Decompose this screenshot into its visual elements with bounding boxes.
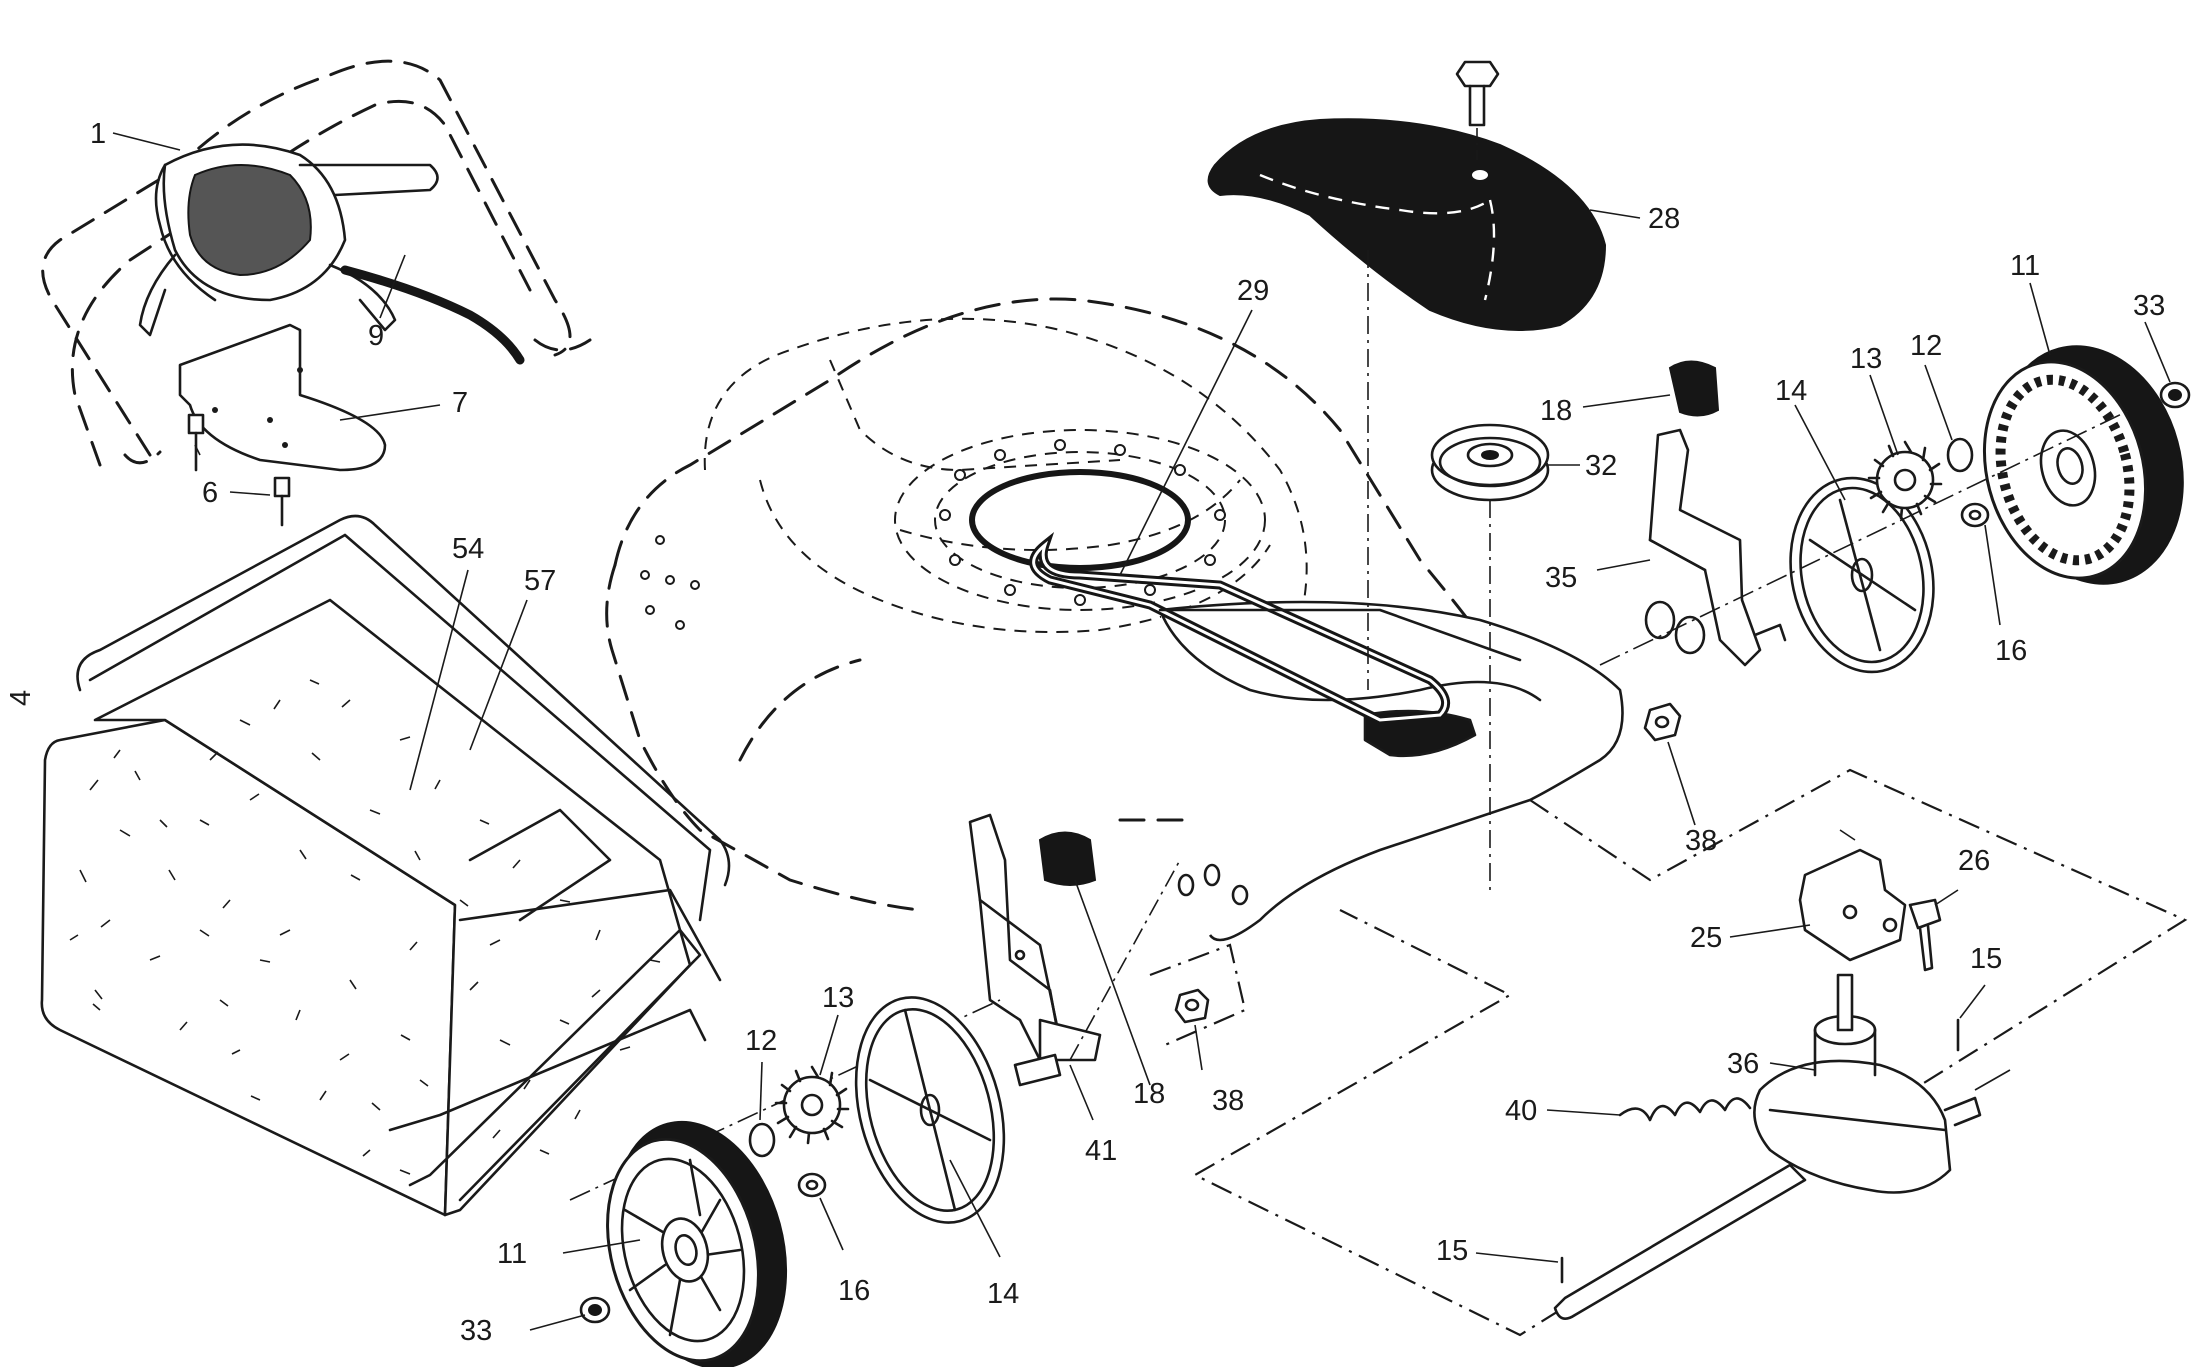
callout-14-left: 14 [987,1278,1019,1310]
callout-26: 26 [1958,845,1990,877]
wheel-left-stack [569,996,1006,1370]
callout-11-left: 11 [497,1238,527,1270]
callout-40: 40 [1505,1095,1537,1127]
callout-36: 36 [1727,1048,1759,1080]
callout-18-left: 18 [1133,1078,1165,1110]
callout-33-right: 33 [2133,290,2165,322]
nut-right [1643,702,1682,742]
height-adjuster-right [1644,360,1787,667]
height-adjuster-left [968,813,1249,1087]
callout-54: 54 [452,533,484,565]
callout-16-right: 16 [1995,635,2027,667]
nut-left [1149,943,1247,1047]
callout-11-right: 11 [2010,250,2040,282]
callout-9: 9 [368,320,384,352]
callout-38-left: 38 [1212,1085,1244,1117]
callout-1: 1 [90,118,106,150]
transmission-assembly [1192,768,2188,1337]
callout-6: 6 [202,477,218,509]
callout-12-right: 12 [1910,330,1942,362]
page-marker: 4 [5,690,37,706]
callout-14-right: 14 [1775,375,1807,407]
callout-28: 28 [1648,203,1680,235]
callout-38-right: 38 [1685,825,1717,857]
callout-41: 41 [1085,1135,1117,1167]
callout-57: 57 [524,565,556,597]
callout-32: 32 [1585,450,1617,482]
callout-7: 7 [452,387,468,419]
grass-catcher [40,514,731,1217]
handle-assembly [41,59,592,527]
callout-29: 29 [1237,275,1269,307]
callout-12-left: 12 [745,1025,777,1057]
callout-35: 35 [1545,562,1577,594]
callout-25: 25 [1690,922,1722,954]
belt-cover [1207,60,1607,690]
callout-33-left: 33 [460,1315,492,1347]
wheel-right-stack [1599,345,2191,674]
callout-15-upper: 15 [1970,943,2002,975]
pulley [1430,423,1550,890]
callout-labels: 4 1 9 7 6 54 57 29 28 18 32 35 14 13 12 … [5,118,2165,1347]
mower-deck [605,297,1624,942]
callout-13-left: 13 [822,982,854,1014]
callout-18-right: 18 [1540,395,1572,427]
callout-16-left: 16 [838,1275,870,1307]
callout-13-right: 13 [1850,343,1882,375]
leader-lines [112,132,2171,1331]
callout-15-lower: 15 [1436,1235,1468,1267]
